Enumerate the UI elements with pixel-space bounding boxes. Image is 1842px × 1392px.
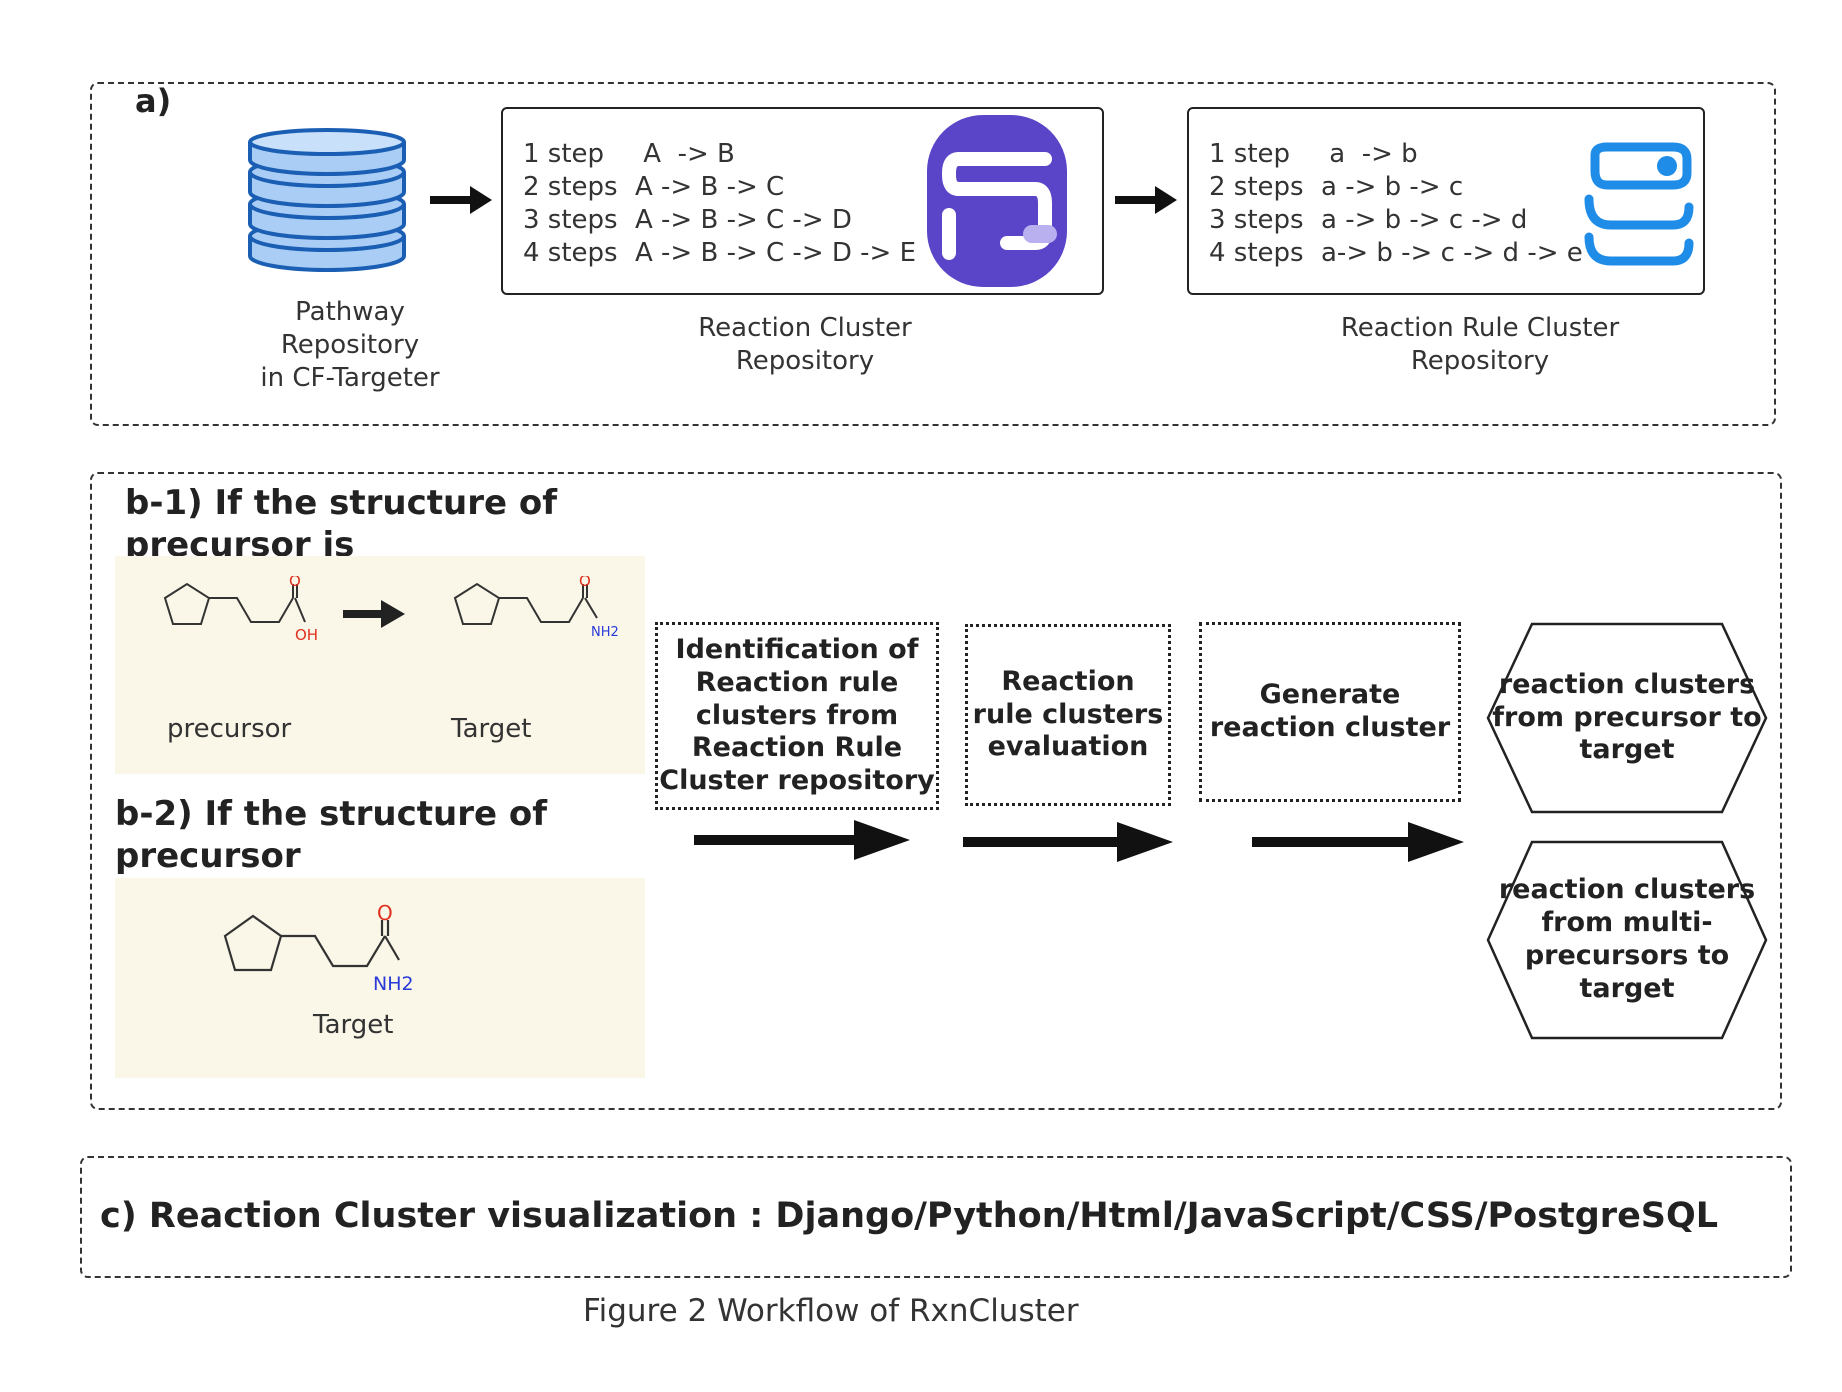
step-identification-label: Identification of Reaction rule clusters…	[659, 633, 935, 797]
arrow-right-icon	[430, 186, 492, 214]
database-outline-icon	[1584, 142, 1694, 266]
section-a-label: a)	[135, 82, 172, 120]
b1-precursor-label: precursor	[167, 714, 292, 744]
reaction-arrow-icon	[343, 600, 405, 628]
oxygen-atom-label: O	[377, 901, 393, 925]
oxygen-atom-label: O	[289, 576, 301, 590]
arrow-right-icon	[1252, 822, 1464, 862]
b2-target-label: Target	[313, 1010, 394, 1040]
arrow-right-icon	[694, 820, 910, 860]
figure-caption: Figure 2 Workflow of RxnCluster	[583, 1293, 1079, 1329]
output-hexagon-multi-precursor: reaction clusters from multi- precursors…	[1486, 840, 1768, 1040]
step-identification-box: Identification of Reaction rule clusters…	[655, 622, 939, 810]
amine-atom-label: NH2	[373, 973, 414, 995]
pathway-repository-caption: Pathway Repository in CF-Targeter	[260, 297, 440, 393]
step-generate-label: Generate reaction cluster	[1209, 679, 1451, 743]
section-c-panel	[80, 1156, 1792, 1278]
arrow-right-icon	[963, 822, 1173, 862]
output-hexagon-single-precursor: reaction clusters from precursor to targ…	[1486, 622, 1768, 814]
oxygen-atom-label: O	[579, 576, 591, 590]
target-molecule: O NH2	[223, 901, 414, 995]
step-evaluation-box: Reaction rule clusters evaluation	[965, 624, 1171, 806]
output-single-precursor-label: reaction clusters from precursor to targ…	[1492, 668, 1762, 766]
reaction-cluster-caption: Reaction Cluster Repository	[698, 313, 912, 376]
arrow-right-icon	[1115, 186, 1177, 214]
database-stack-icon	[248, 128, 406, 272]
hydroxyl-atom-label: OH	[295, 626, 318, 644]
precursor-molecule: O OH	[163, 576, 318, 644]
section-c-text: c) Reaction Cluster visualization : Djan…	[100, 1196, 1719, 1236]
section-a-panel	[90, 82, 1776, 426]
database-s-logo-icon	[927, 115, 1067, 287]
target-molecule-small: O NH2	[453, 576, 619, 640]
output-multi-precursor-label: reaction clusters from multi- precursors…	[1498, 874, 1756, 1004]
rule-cluster-row: 1 step a -> b	[1209, 139, 1418, 169]
reaction-rule-cluster-caption: Reaction Rule Cluster Repository	[1340, 313, 1620, 376]
section-b-panel	[90, 472, 1782, 1110]
reaction-cluster-row: 1 step A -> B	[523, 139, 735, 169]
b2-molecule-panel: O NH2 Target	[115, 878, 645, 1078]
b1-molecule-panel: O OH O NH2 precursor Target	[115, 556, 645, 774]
step-evaluation-label: Reaction rule clusters evaluation	[972, 665, 1164, 763]
amine-atom-label: NH2	[591, 625, 619, 640]
step-generate-box: Generate reaction cluster	[1199, 622, 1461, 802]
b1-target-label: Target	[451, 714, 532, 744]
